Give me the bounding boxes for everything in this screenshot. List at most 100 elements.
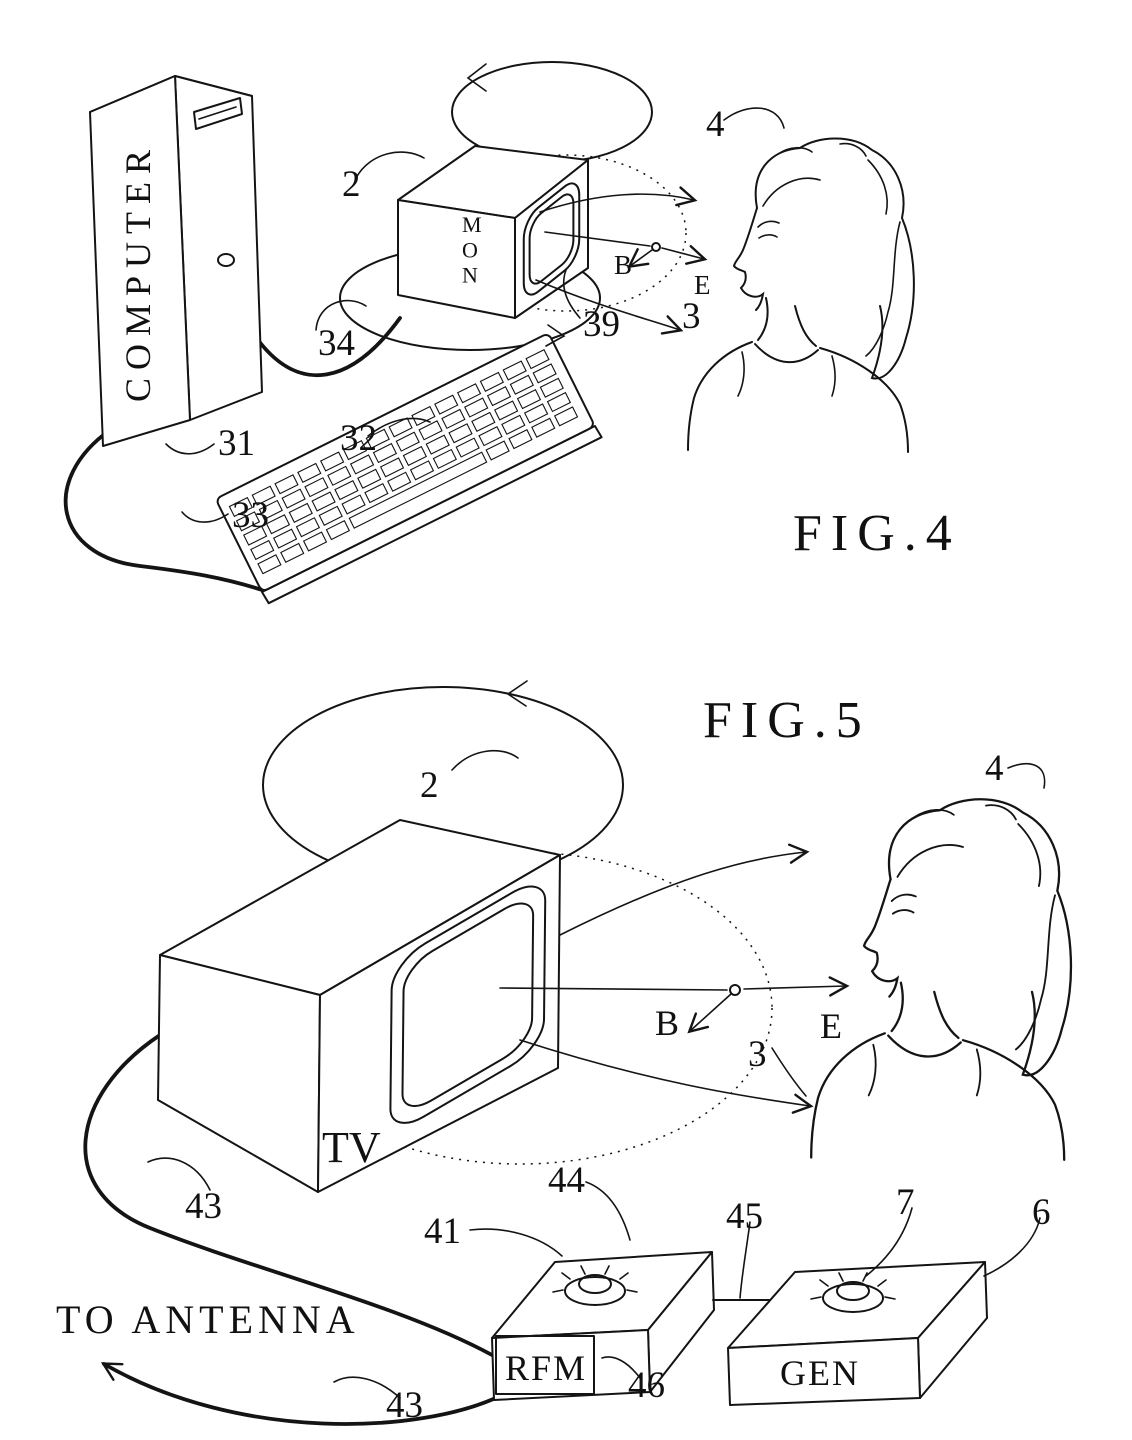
keyboard-key (365, 428, 390, 449)
label-b-fig4: B (614, 250, 632, 280)
fig4-field-origin-point (651, 242, 661, 252)
keyboard-key (288, 502, 313, 524)
ref-43-upper: 43 (185, 1186, 222, 1227)
keyboard-key (242, 525, 268, 546)
keyboard-key (486, 386, 512, 407)
keyboard-key (318, 505, 343, 526)
ref-32: 32 (340, 418, 377, 459)
keyboard-key (516, 388, 542, 410)
tv-screen-outer-ring (390, 873, 545, 1136)
fig5-title: FIG.5 (703, 692, 871, 749)
keyboard-key (531, 417, 556, 438)
keyboard-key (297, 462, 322, 483)
gen-knob-base (822, 1283, 884, 1313)
keyboard-key (539, 377, 564, 398)
keyboard-key (418, 420, 443, 441)
rfm-label: RFM (505, 1348, 587, 1388)
gen-front-face (727, 1337, 921, 1406)
fig4-beam-upper-arrow (539, 186, 698, 213)
floppy-slot (193, 97, 243, 130)
keyboard-key (235, 511, 261, 532)
keyboard-key (280, 542, 305, 564)
fig5-antenna-cable-arrow (100, 1362, 502, 1426)
fig5-loop-top-arrowhead (506, 680, 528, 707)
power-button (217, 253, 235, 267)
keyboard-key (372, 442, 398, 464)
keyboard-key (494, 400, 519, 421)
keyboard-key (341, 494, 366, 515)
ref-7: 7 (896, 1182, 915, 1223)
monitor-screen-outer-ring (524, 175, 579, 303)
leader-fig5-46 (601, 1356, 641, 1379)
fig5-b-field-arrow (687, 993, 732, 1034)
keyboard-key (311, 491, 336, 512)
ref-6: 6 (1032, 1192, 1051, 1233)
ref-39: 39 (583, 304, 620, 345)
leader-fig5-4 (1007, 763, 1046, 789)
fig4-beam-lower-arrow (535, 279, 684, 335)
keyboard-key (304, 477, 329, 498)
ref-3-fig5: 3 (748, 1034, 767, 1075)
label-e-fig4: E (694, 270, 711, 300)
fig4-cable-keyboard (63, 428, 264, 592)
keyboard-key (441, 408, 466, 430)
keyboard-key (432, 448, 457, 470)
ref-43-lower: 43 (386, 1385, 423, 1426)
keyboard-key (395, 431, 420, 452)
keyboard-key (434, 394, 459, 415)
fig4-b-field-arrow (627, 248, 653, 269)
leader-fig4-33 (181, 511, 229, 523)
leader-fig4-39 (562, 269, 581, 319)
ref-33: 33 (232, 495, 269, 536)
gen-knob-dome (836, 1281, 870, 1301)
keyboard-key (501, 414, 526, 435)
floppy-slot-line (198, 106, 237, 120)
tv-screen-inner-ring (402, 892, 533, 1117)
leader-fig4-31 (165, 443, 215, 455)
leader-fig4-34 (315, 299, 367, 331)
keyboard-key (388, 417, 413, 438)
rfm-knob-ticks (552, 1265, 638, 1293)
keyboard-key (379, 457, 405, 478)
tv-label: TV (322, 1123, 381, 1172)
keyboard-key (525, 348, 550, 370)
monitor-bezel-face (514, 159, 589, 319)
keyboard-key (478, 426, 503, 447)
keyboard-key (455, 437, 480, 458)
ref-34: 34 (318, 323, 355, 364)
keyboard-key (319, 451, 345, 472)
fig5-cable-tv-to-rfm (83, 1033, 494, 1357)
keyboard-key (258, 499, 283, 521)
keyboard-key (251, 485, 276, 506)
keyboard-key (508, 429, 533, 450)
leader-fig5-6 (983, 1217, 1041, 1277)
rfm-knob-base (564, 1276, 626, 1306)
fig4-dotted-field-ellipse (445, 154, 687, 312)
keyboard-key (334, 480, 359, 501)
keyboard-key (509, 374, 534, 395)
keyboard-key (387, 471, 412, 492)
gen-knob-ticks (810, 1272, 896, 1300)
ref-46: 46 (628, 1365, 665, 1406)
fig5-field-origin-point (729, 984, 741, 996)
keyboard-key (357, 468, 382, 489)
leader-fig4-2 (355, 151, 425, 179)
keyboard-key (327, 465, 352, 486)
ref-45: 45 (726, 1196, 763, 1237)
ref-2-fig4: 2 (342, 164, 361, 205)
fig5-beam-mid-line (499, 987, 728, 991)
keyboard-key (325, 520, 351, 541)
computer-front-face (89, 75, 191, 447)
fig4-e-field-arrow (661, 245, 708, 265)
leader-fig5-41 (469, 1228, 563, 1257)
leader-fig4-32 (367, 417, 431, 437)
leader-fig5-43a (147, 1157, 211, 1191)
computer-label: COMPUTER (118, 142, 158, 402)
leader-fig5-2 (451, 750, 519, 771)
ref-41: 41 (424, 1211, 461, 1252)
fig4-cable-monitor (256, 316, 402, 377)
monitor-screen (524, 175, 579, 303)
fig5-beam-upper-arrow (559, 843, 810, 936)
